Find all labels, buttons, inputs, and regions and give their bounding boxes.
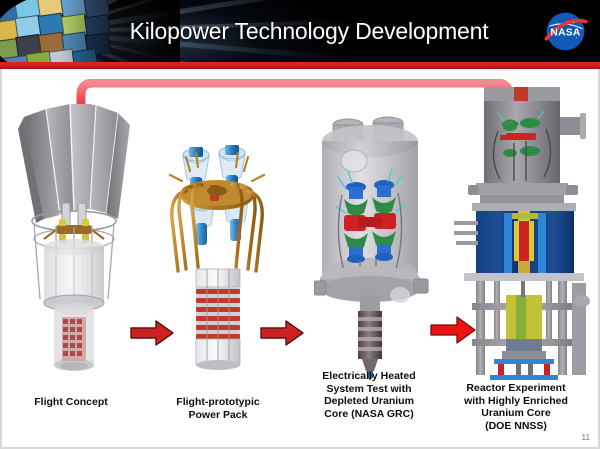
electrically-heated-system-test-render bbox=[314, 116, 429, 381]
caption-line: Electrically Heated bbox=[322, 370, 416, 382]
caption-power-pack: Flight-prototypic Power Pack bbox=[154, 396, 282, 421]
caption-line: Power Pack bbox=[188, 408, 248, 421]
arrow-system-test-to-reactor bbox=[430, 316, 476, 344]
arrow-powerpack-to-system-test bbox=[260, 320, 304, 346]
mosaic-fade-overlay bbox=[60, 0, 180, 62]
caption-line: Flight Concept bbox=[34, 396, 108, 408]
caption-line: Depleted Uranium bbox=[324, 395, 414, 408]
caption-line: (DOE NNSS) bbox=[485, 419, 547, 432]
slide-header: Kilopower Technology Development NASA bbox=[0, 0, 600, 62]
arrow-concept-to-powerpack bbox=[130, 320, 174, 346]
flight-prototypic-power-pack-render bbox=[168, 145, 266, 370]
caption-line: Reactor Experiment bbox=[466, 382, 566, 394]
nasa-meatball-logo: NASA bbox=[544, 12, 588, 51]
reactor-experiment-render bbox=[454, 87, 590, 380]
nasa-logo-text: NASA bbox=[550, 28, 581, 39]
caption-line: System Test with bbox=[326, 382, 412, 395]
caption-line: with Highly Enriched bbox=[464, 394, 568, 407]
caption-reactor-experiment: Reactor Experiment with Highly Enriched … bbox=[446, 382, 586, 432]
flight-concept-render bbox=[18, 103, 130, 371]
page-number: 11 bbox=[581, 433, 590, 442]
page-title: Kilopower Technology Development bbox=[129, 17, 489, 44]
header-accent-bar bbox=[0, 62, 600, 69]
caption-line: Flight-prototypic bbox=[176, 396, 260, 408]
caption-line: Uranium Core bbox=[481, 407, 551, 420]
slide-body: Flight Concept Flight-prototypic Power P… bbox=[0, 69, 600, 449]
caption-system-test: Electrically Heated System Test with Dep… bbox=[302, 370, 436, 420]
caption-line: Core (NASA GRC) bbox=[324, 407, 414, 420]
caption-flight-concept: Flight Concept bbox=[8, 396, 134, 409]
